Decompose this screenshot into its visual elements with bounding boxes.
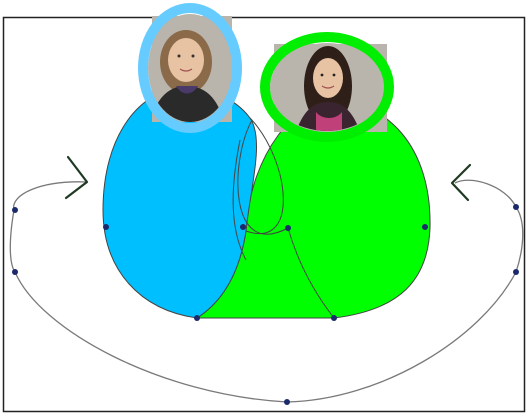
point	[513, 204, 519, 210]
point	[194, 315, 200, 321]
point	[513, 269, 519, 275]
point	[331, 315, 337, 321]
point	[12, 207, 18, 213]
arrow-left-icon	[452, 165, 470, 200]
point	[284, 399, 290, 405]
point	[422, 224, 428, 230]
right-portrait	[260, 30, 400, 140]
point	[12, 269, 18, 275]
point	[285, 225, 291, 231]
arrow-right-icon	[66, 157, 87, 198]
left-portrait	[140, 8, 240, 130]
point	[103, 224, 109, 230]
point	[240, 224, 246, 230]
